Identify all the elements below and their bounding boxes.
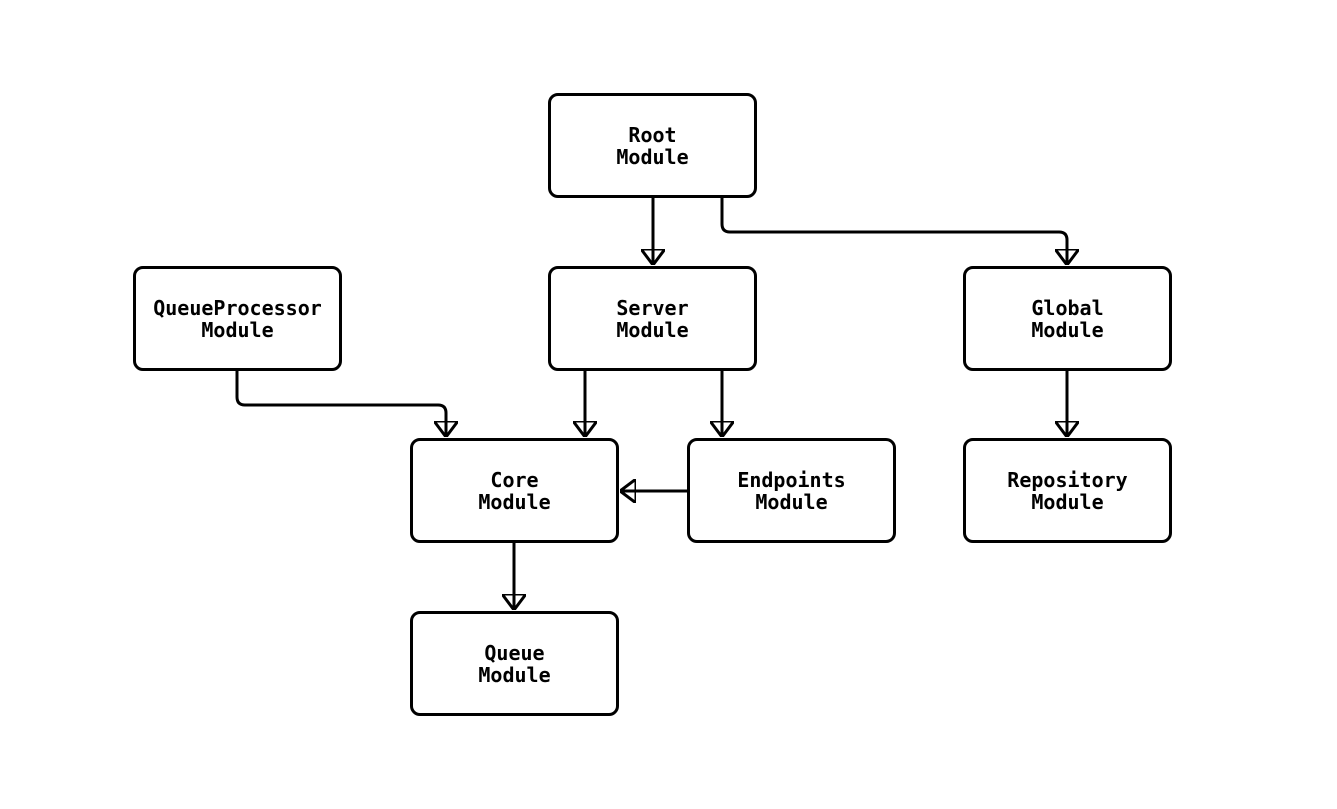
node-root-module: Root Module: [548, 93, 757, 198]
node-global-module: Global Module: [963, 266, 1172, 371]
node-core-module: Core Module: [410, 438, 619, 543]
node-server-module: Server Module: [548, 266, 757, 371]
edge-queueprocessor-to-core: [235, 371, 446, 437]
node-repository-module: Repository Module: [963, 438, 1172, 543]
node-queueprocessor-module: QueueProcessor Module: [133, 266, 342, 371]
edge-root-to-global: [720, 198, 1067, 265]
node-endpoints-module: Endpoints Module: [687, 438, 896, 543]
node-queue-module: Queue Module: [410, 611, 619, 716]
